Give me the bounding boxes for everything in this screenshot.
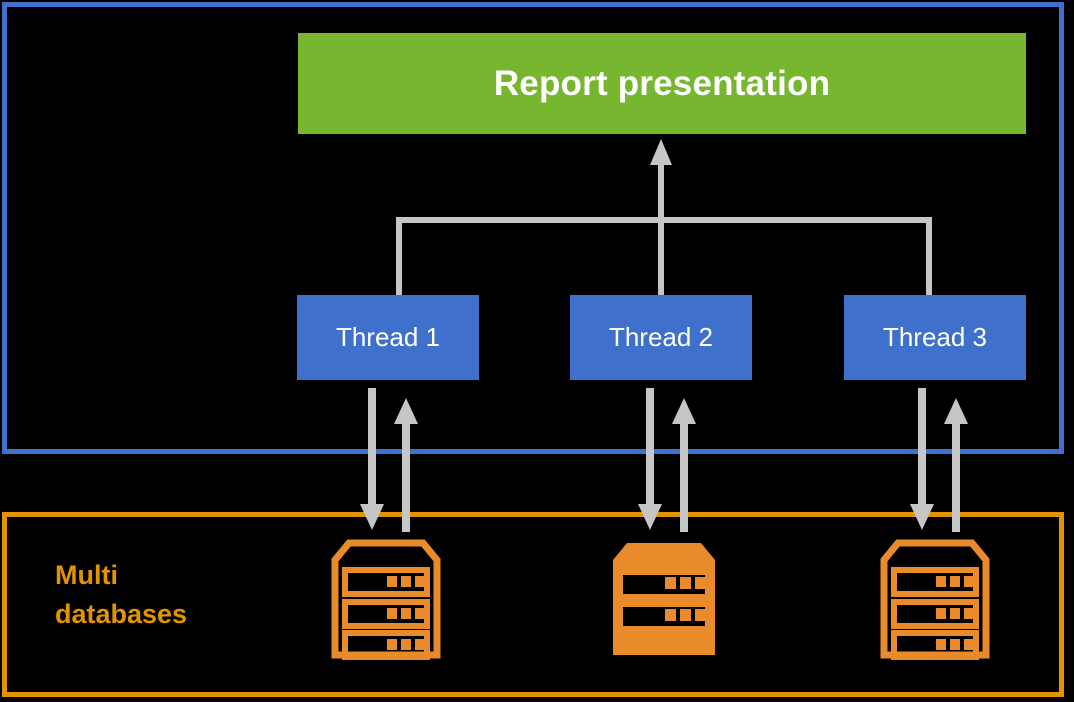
thread-label-2: Thread 2 bbox=[608, 322, 714, 352]
read-arrow-shaft-3 bbox=[952, 422, 960, 532]
arrow-down-icon bbox=[638, 504, 662, 530]
connector-drop-thread-1 bbox=[396, 217, 402, 295]
thread-box-1[interactable]: Thread 1 bbox=[297, 295, 479, 380]
arrow-up-icon bbox=[672, 398, 696, 424]
thread-box-2[interactable]: Thread 2 bbox=[570, 295, 752, 380]
arrow-down-icon bbox=[360, 504, 384, 530]
write-arrow-shaft-1 bbox=[368, 388, 376, 506]
read-arrow-shaft-1 bbox=[402, 422, 410, 532]
connector-spine bbox=[396, 217, 932, 223]
database-tier-label-line-1: Multi bbox=[55, 560, 118, 590]
thread-label-3: Thread 3 bbox=[882, 322, 988, 352]
database-tier-frame bbox=[2, 512, 1064, 697]
thread-box-3[interactable]: Thread 3 bbox=[844, 295, 1026, 380]
read-arrow-shaft-2 bbox=[680, 422, 688, 532]
connector-drop-thread-3 bbox=[926, 217, 932, 295]
connector-stem-to-report bbox=[658, 163, 664, 221]
server-rack-icon[interactable] bbox=[876, 538, 994, 665]
report-presentation-label: Report presentation bbox=[493, 63, 831, 103]
thread-label-1: Thread 1 bbox=[335, 322, 441, 352]
application-tier-frame bbox=[2, 2, 1064, 454]
arrow-down-icon bbox=[910, 504, 934, 530]
database-tier-label: Multi databases bbox=[55, 556, 270, 634]
connector-drop-thread-2 bbox=[658, 217, 664, 295]
server-rack-icon[interactable] bbox=[327, 538, 445, 665]
database-tier-label-line-2: databases bbox=[55, 599, 188, 629]
write-arrow-shaft-2 bbox=[646, 388, 654, 506]
server-rack-icon[interactable] bbox=[605, 538, 723, 665]
arrow-up-icon bbox=[394, 398, 418, 424]
report-presentation-box[interactable]: Report presentation bbox=[298, 33, 1026, 134]
arrow-up-icon bbox=[650, 139, 672, 165]
arrow-up-icon bbox=[944, 398, 968, 424]
write-arrow-shaft-3 bbox=[918, 388, 926, 506]
